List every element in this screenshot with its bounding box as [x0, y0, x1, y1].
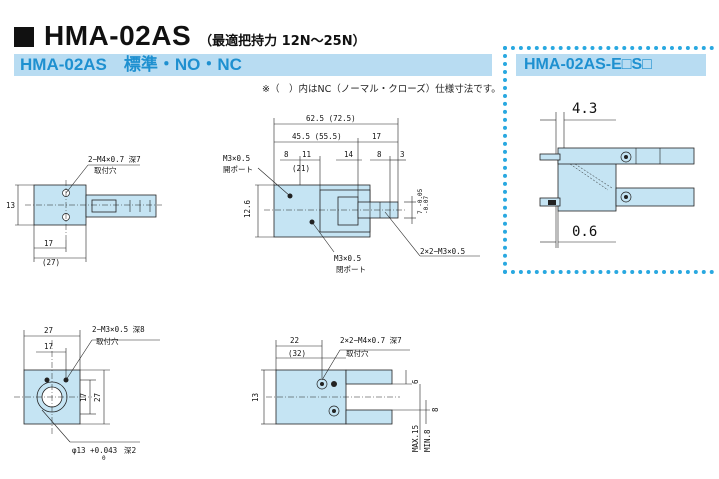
lower-jaw: [615, 187, 695, 207]
section-header-standard: HMA-02AS 標準・NO・NC: [14, 54, 492, 76]
callout-text: M3×0.5: [223, 154, 250, 163]
dim-text: 17: [372, 132, 381, 141]
dim-text: (21): [292, 164, 310, 173]
dim-text: φ13 +0.043: [72, 446, 117, 455]
dim-text: 4.3: [572, 101, 597, 117]
callout-text: 閉ポート: [336, 265, 366, 274]
dim-text: 14: [344, 150, 354, 159]
title-square-icon: [14, 27, 34, 47]
page-title: HMA-02AS （最適把持力 12N～25N）: [14, 20, 366, 52]
view-bottom: 22 (32) 2×2−M4×0.7 深7 取付穴 13 6 MAX.15 MI…: [251, 336, 440, 452]
dim-text: 8: [431, 407, 440, 412]
view-top-left: 2−M4×0.7 深7 取付穴 13 17 (27): [6, 155, 162, 267]
dim-text: 17: [79, 393, 88, 402]
callout-text: 2−M3×0.5 深8: [92, 325, 145, 334]
upper-jaw: [345, 369, 393, 385]
callout-text: M3×0.5: [334, 254, 361, 263]
dim-text: 6: [411, 379, 420, 384]
option-frame: [503, 46, 714, 274]
lower-jaw: [345, 409, 393, 425]
nc-note: ※（ ）内はNC（ノーマル・クローズ）仕様寸法です。: [262, 84, 501, 95]
section-header-option: HMA-02AS-E□S□: [516, 54, 706, 76]
title-main: HMA-02AS: [44, 20, 192, 51]
dim-text: 27: [93, 393, 102, 402]
dim-text: 8: [284, 150, 289, 159]
dim-text: 62.5 (72.5): [306, 114, 356, 123]
dim-text: 22: [290, 336, 299, 345]
view-end: 27 17 2−M3×0.5 深8 取付穴 17 27 φ13 +0.043 0…: [14, 325, 160, 462]
dim-text: (32): [288, 349, 306, 358]
sensor-tip: [548, 200, 556, 205]
dim-text: 45.5 (55.5): [292, 132, 342, 141]
dim-text: 17: [44, 239, 53, 248]
dim-text: 0.6: [572, 224, 597, 240]
dim-text: MAX.15: [411, 425, 420, 452]
callout-text: 取付穴: [94, 165, 117, 175]
dim-text: 12.6: [243, 199, 252, 218]
dim-text: 13: [6, 201, 15, 210]
callout-text: 取付穴: [96, 336, 119, 346]
mount-hole: [44, 377, 50, 383]
sensor-rod: [539, 153, 561, 161]
dim-text: 0: [102, 455, 106, 462]
dim-text: (27): [42, 258, 60, 267]
dim-text: 27: [44, 326, 53, 335]
callout-text: 2−M4×0.7 深7: [88, 155, 141, 164]
callout-text: 取付穴: [346, 348, 369, 358]
dim-text: MIN.8: [423, 429, 432, 452]
callout-text: 開ポート: [223, 165, 253, 174]
jaw-insert: [337, 196, 359, 226]
callout-text: 2×2−M3×0.5: [420, 247, 465, 256]
dim-text: 17: [44, 342, 53, 351]
callout-text: 2×2−M4×0.7 深7: [340, 336, 402, 345]
jaw-insert: [91, 199, 117, 213]
dim-text: 8: [377, 150, 382, 159]
dim-text: 7 -0.05: [417, 188, 424, 214]
dim-text: 深2: [124, 446, 136, 455]
dim-text: 3: [400, 150, 405, 159]
dim-text: -0.07: [423, 196, 430, 214]
dim-text: 11: [302, 150, 311, 159]
view-side-option: 4.3 0.6: [539, 101, 695, 248]
title-subtitle: （最適把持力 12N～25N）: [199, 34, 366, 49]
view-top-right: 62.5 (72.5) 45.5 (55.5) 17 8 11 (21) 14 …: [223, 114, 480, 274]
dim-text: 13: [251, 393, 260, 402]
